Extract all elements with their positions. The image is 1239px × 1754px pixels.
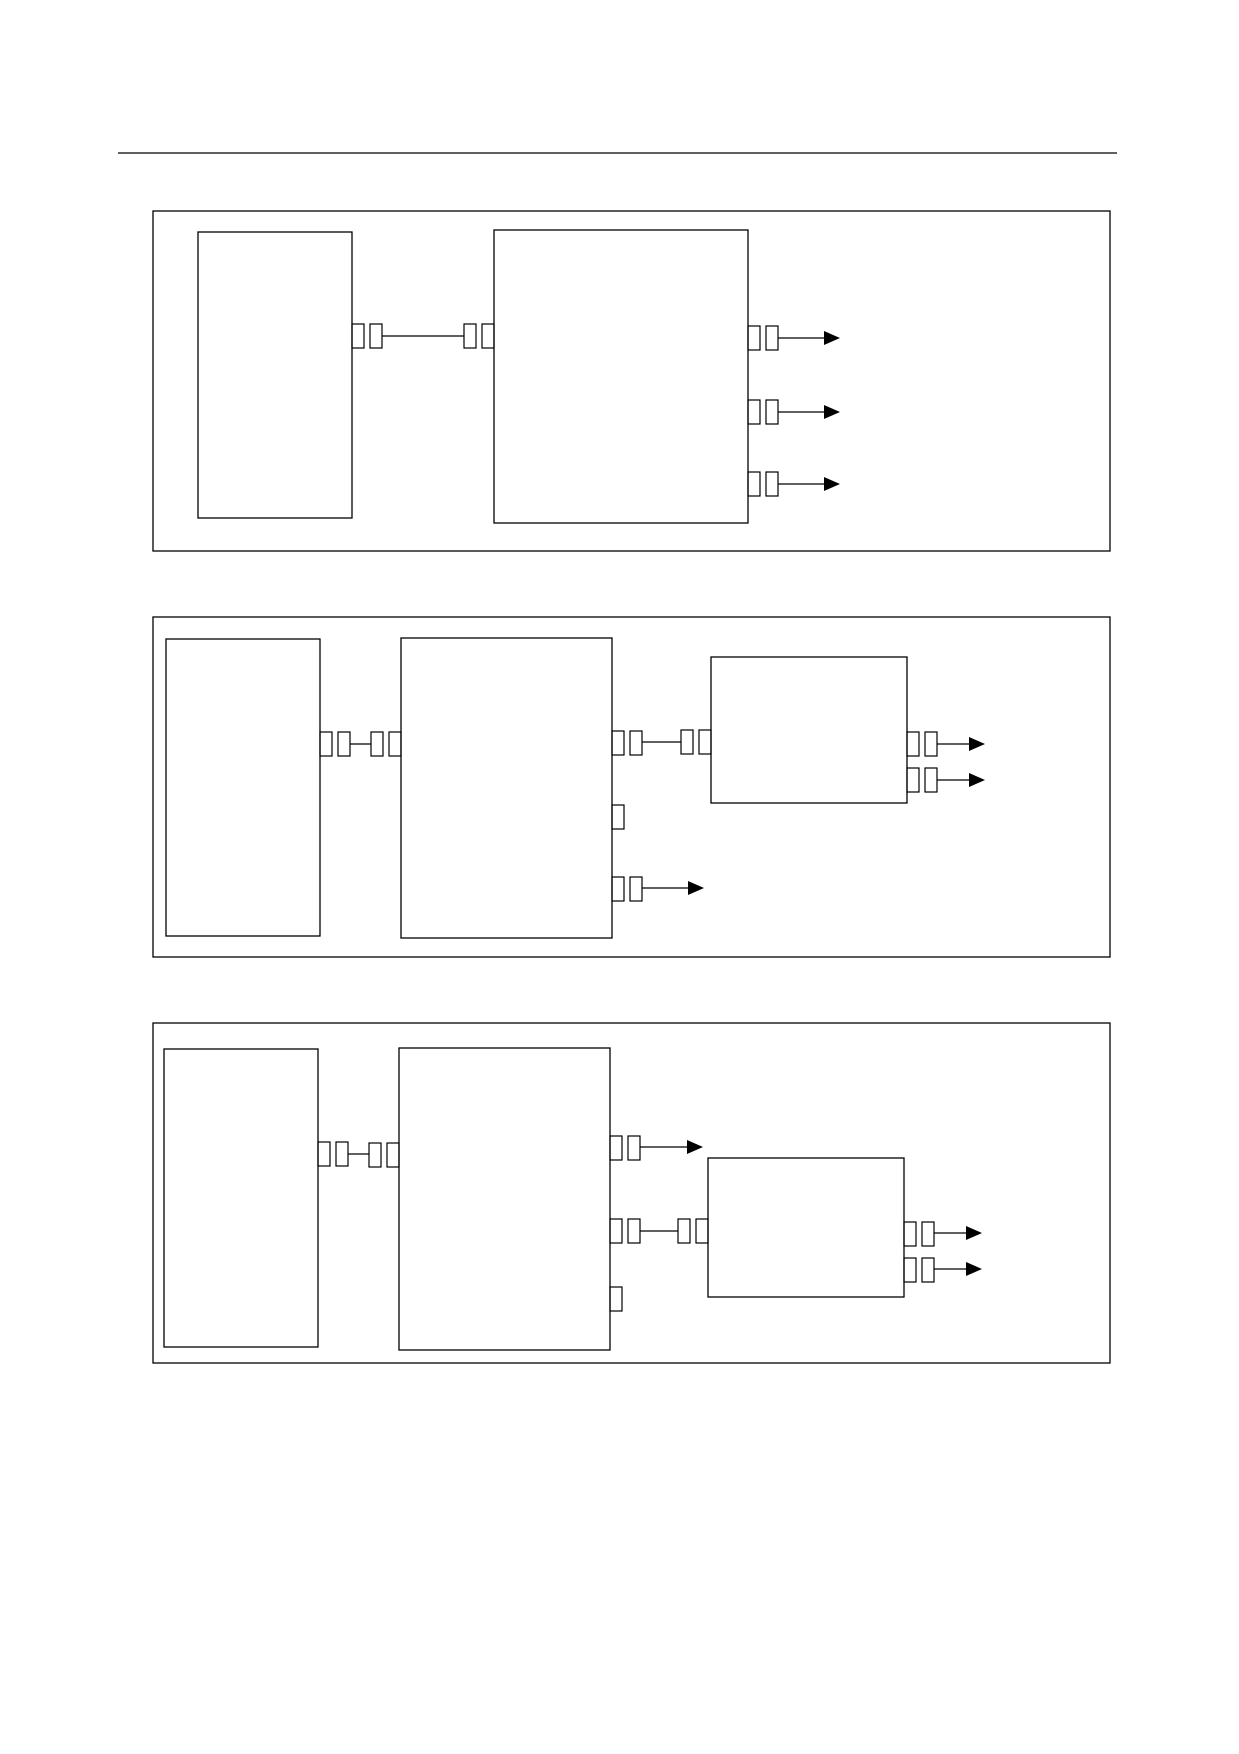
connector-left-to-middle xyxy=(317,1141,400,1168)
port-pin xyxy=(351,323,365,349)
port-pin xyxy=(921,1221,935,1247)
block-left xyxy=(197,231,353,519)
port-pin xyxy=(481,323,495,349)
arrowhead xyxy=(966,1226,982,1240)
arrowhead xyxy=(824,405,840,419)
block-middle xyxy=(493,229,749,524)
diagram-3 xyxy=(152,1022,1111,1364)
port-pin xyxy=(386,1142,400,1168)
port-pin xyxy=(629,876,643,902)
port-pin xyxy=(680,729,694,755)
port-pin xyxy=(609,1218,623,1244)
port-pin xyxy=(463,323,477,349)
diagram-frame xyxy=(152,210,1111,552)
port-pin xyxy=(677,1218,691,1244)
output-arrow-1 xyxy=(747,325,840,351)
port-pin xyxy=(369,323,383,349)
port-pin xyxy=(370,731,384,757)
block-left xyxy=(163,1048,319,1348)
block-middle xyxy=(400,637,613,939)
port-pin xyxy=(627,1218,641,1244)
block-right xyxy=(710,656,908,804)
diagram-frame xyxy=(152,616,1111,958)
port-pin xyxy=(611,876,625,902)
arrowhead xyxy=(687,1140,703,1154)
diagram-frame xyxy=(152,1022,1111,1364)
connector-middle-to-right xyxy=(611,729,712,756)
output-arrow-right-1 xyxy=(906,731,985,757)
output-arrow-3 xyxy=(747,471,840,497)
port-pin xyxy=(906,767,920,793)
arrowhead xyxy=(969,773,985,787)
port-pin xyxy=(611,804,625,830)
output-arrow-right-2 xyxy=(903,1257,982,1283)
block-left xyxy=(165,638,321,937)
port-pin xyxy=(319,731,333,757)
output-arrow-right-2 xyxy=(906,767,985,793)
port-pin xyxy=(924,767,938,793)
port-pin xyxy=(924,731,938,757)
diagram-2 xyxy=(152,616,1111,958)
arrowhead xyxy=(688,881,704,895)
port-pin xyxy=(629,730,643,756)
port-pin xyxy=(903,1221,917,1247)
arrowhead xyxy=(969,737,985,751)
port-pin xyxy=(765,399,779,425)
arrowhead xyxy=(966,1262,982,1276)
port-pin xyxy=(695,1218,709,1244)
connector-left-to-middle xyxy=(351,323,495,349)
connector-middle-to-right xyxy=(609,1218,709,1244)
block-right xyxy=(707,1157,905,1298)
port-pin xyxy=(335,1141,349,1167)
diagram-1 xyxy=(152,210,1111,552)
port-pin xyxy=(903,1257,917,1283)
port-pin xyxy=(906,731,920,757)
port-pin xyxy=(747,325,761,351)
port-pin xyxy=(698,729,712,755)
port-pin xyxy=(611,730,625,756)
port-pin xyxy=(609,1286,623,1312)
arrowhead xyxy=(824,477,840,491)
port-pin xyxy=(388,731,402,757)
port-pin xyxy=(609,1135,623,1161)
port-pin xyxy=(337,731,351,757)
arrowhead xyxy=(824,331,840,345)
connector-left-to-middle xyxy=(319,731,402,757)
port-pin xyxy=(627,1135,641,1161)
output-arrow-2 xyxy=(747,399,840,425)
block-middle xyxy=(398,1047,611,1351)
port-pin xyxy=(747,399,761,425)
port-pin xyxy=(765,325,779,351)
port-pin xyxy=(368,1142,382,1168)
output-arrow-middle xyxy=(609,1135,703,1161)
output-arrow-right-1 xyxy=(903,1221,982,1247)
port-pin xyxy=(765,471,779,497)
port-pin xyxy=(747,471,761,497)
output-arrow-middle xyxy=(611,876,704,902)
port-pin xyxy=(921,1257,935,1283)
port-pin xyxy=(317,1141,331,1167)
